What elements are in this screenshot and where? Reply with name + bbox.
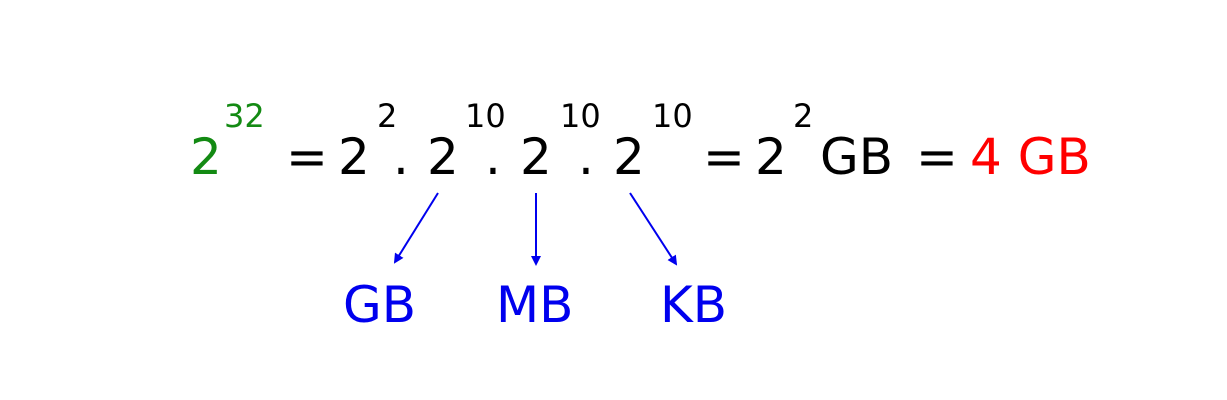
equals-sign-1: = [286, 128, 328, 186]
arrow-kb-icon [629, 192, 678, 266]
factor-1-base: 2 [338, 128, 370, 186]
final-result: 4 GB [970, 128, 1091, 186]
result-1-exponent: 2 [793, 97, 814, 135]
label-mb: MB [496, 276, 574, 334]
lhs-base: 2 [190, 128, 222, 186]
dot-2: . [485, 128, 501, 186]
factor-2-exponent: 10 [465, 97, 506, 135]
factor-2-base: 2 [427, 128, 459, 186]
factor-4-exponent: 10 [652, 97, 693, 135]
dot-1: . [393, 128, 409, 186]
equals-sign-2: = [703, 128, 745, 186]
factor-3-base: 2 [520, 128, 552, 186]
arrow-gb-icon [393, 192, 439, 264]
factor-3-exponent: 10 [560, 97, 601, 135]
equals-sign-3: = [916, 128, 958, 186]
factor-4-base: 2 [613, 128, 645, 186]
factor-1-exponent: 2 [377, 97, 398, 135]
result-1-unit: GB [820, 128, 894, 186]
label-kb: KB [660, 276, 728, 334]
result-1-base: 2 [755, 128, 787, 186]
dot-3: . [578, 128, 594, 186]
lhs-exponent: 32 [224, 97, 265, 135]
label-gb: GB [343, 276, 417, 334]
